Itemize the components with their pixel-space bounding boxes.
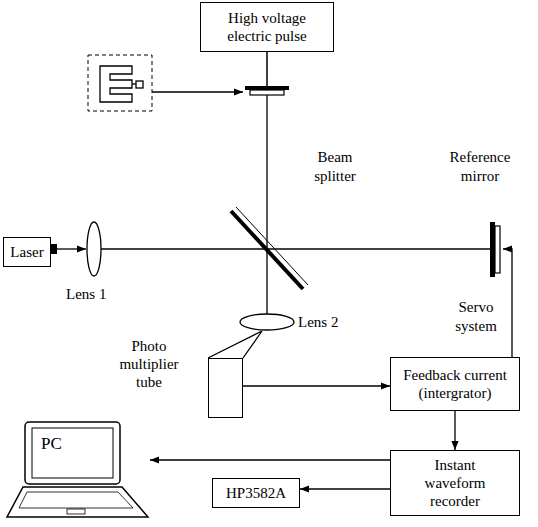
- sample-inset: [88, 55, 152, 111]
- electrode-lead: [132, 83, 136, 84]
- box-label: High voltage electric pulse: [213, 9, 321, 45]
- box-label: Laser: [10, 243, 43, 261]
- photomultiplier-tube: Photo multiplier tube: [208, 358, 243, 418]
- lens-symbol: [240, 314, 294, 330]
- part-label: Servo system: [448, 298, 504, 336]
- inset-pointer: [152, 91, 243, 92]
- servo-line: [503, 249, 512, 357]
- part-label: Reference mirror: [440, 148, 520, 186]
- pc-laptop: PC: [5, 420, 150, 520]
- light-cone: [208, 331, 262, 358]
- box-label: Instant waveform recorder: [416, 456, 494, 510]
- laser-beam: [101, 248, 492, 249]
- beam-splitter: [231, 211, 303, 289]
- mirror-mount: [495, 226, 500, 273]
- laptop-screen: [25, 422, 120, 484]
- pulse-wire: [266, 52, 268, 88]
- signal-arrow: [243, 385, 390, 386]
- laser-box: Laser: [3, 237, 51, 267]
- pulse-source-box: High voltage electric pulse: [200, 2, 334, 52]
- laser-beam: [57, 248, 86, 249]
- laser-beam: [266, 95, 267, 314]
- signal-arrow: [454, 411, 455, 450]
- laptop-outline: [5, 420, 150, 520]
- laptop-base: [7, 487, 148, 517]
- reference-mirror: [490, 222, 495, 277]
- analyzer-box: HP3582A: [212, 478, 300, 508]
- screen-inner: [32, 428, 113, 478]
- lens-symbol: [87, 222, 101, 276]
- laptop-touchpad: [67, 509, 85, 514]
- signal-arrow: [300, 488, 390, 489]
- beam-splitter: [236, 207, 308, 285]
- laser-aperture: [51, 244, 57, 254]
- recorder-box: Instant waveform recorder: [390, 450, 520, 516]
- part-label: Beam splitter: [305, 148, 365, 186]
- box-label: PC: [41, 434, 62, 454]
- part-label: Lens 2: [298, 313, 358, 332]
- signal-arrow: [150, 459, 390, 460]
- component-label: Photo multiplier tube: [109, 337, 189, 391]
- electrode-symbol: [100, 66, 132, 102]
- feedback-box: Feedback current (intergrator): [390, 357, 520, 411]
- sample-holder: [250, 90, 284, 95]
- electrode-pad: [136, 81, 143, 88]
- part-label: Lens 1: [66, 285, 126, 304]
- box-label: HP3582A: [226, 484, 286, 502]
- box-label: Feedback current (intergrator): [399, 366, 511, 402]
- laptop-keyboard: [19, 492, 133, 508]
